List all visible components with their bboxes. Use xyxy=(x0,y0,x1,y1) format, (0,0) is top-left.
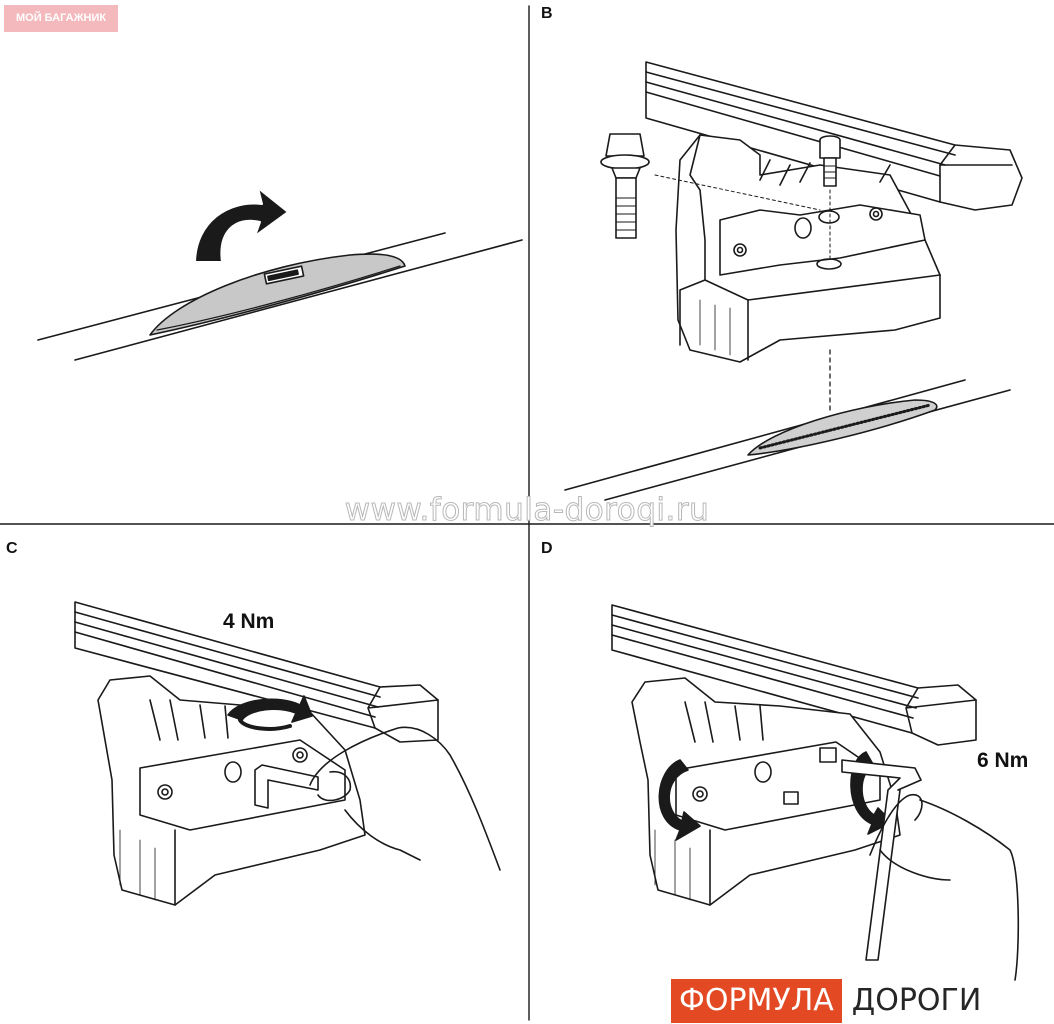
corner-badge: МОЙ БАГАЖНИК xyxy=(4,5,118,32)
hand-d xyxy=(869,794,1020,981)
brand-logo: ФОРМУЛА ДОРОГИ xyxy=(671,979,992,1023)
hand-c xyxy=(309,726,501,871)
roof-rail-a-bottom xyxy=(74,239,523,361)
socket-screw-b xyxy=(819,135,841,187)
roof-rail-b-top xyxy=(564,379,966,491)
panel-a-artwork xyxy=(37,187,523,361)
torque-label-c: 4 Nm xyxy=(223,610,275,633)
hex-key-d xyxy=(841,759,922,961)
flip-arrow xyxy=(194,187,289,263)
rotate-arrow-c xyxy=(227,695,313,723)
brand-logo-left: ФОРМУЛА xyxy=(671,979,842,1023)
hex-key-c xyxy=(254,764,319,809)
panel-c-artwork xyxy=(74,601,501,906)
torque-label-d: 6 Nm xyxy=(977,749,1029,772)
fixpoint-cover xyxy=(149,253,406,336)
panel-label-d: D xyxy=(541,540,553,557)
panel-d-artwork xyxy=(611,604,1020,981)
panel-label-b: B xyxy=(541,5,553,22)
panel-b-artwork xyxy=(564,61,1023,501)
rotate-arrow-d-left xyxy=(658,759,701,841)
brand-logo-right: ДОРОГИ xyxy=(841,979,992,1023)
bolt-b xyxy=(600,133,650,239)
panel-label-c: C xyxy=(6,540,18,557)
watermark-text: www.formula-doroqi.ru xyxy=(344,492,710,529)
